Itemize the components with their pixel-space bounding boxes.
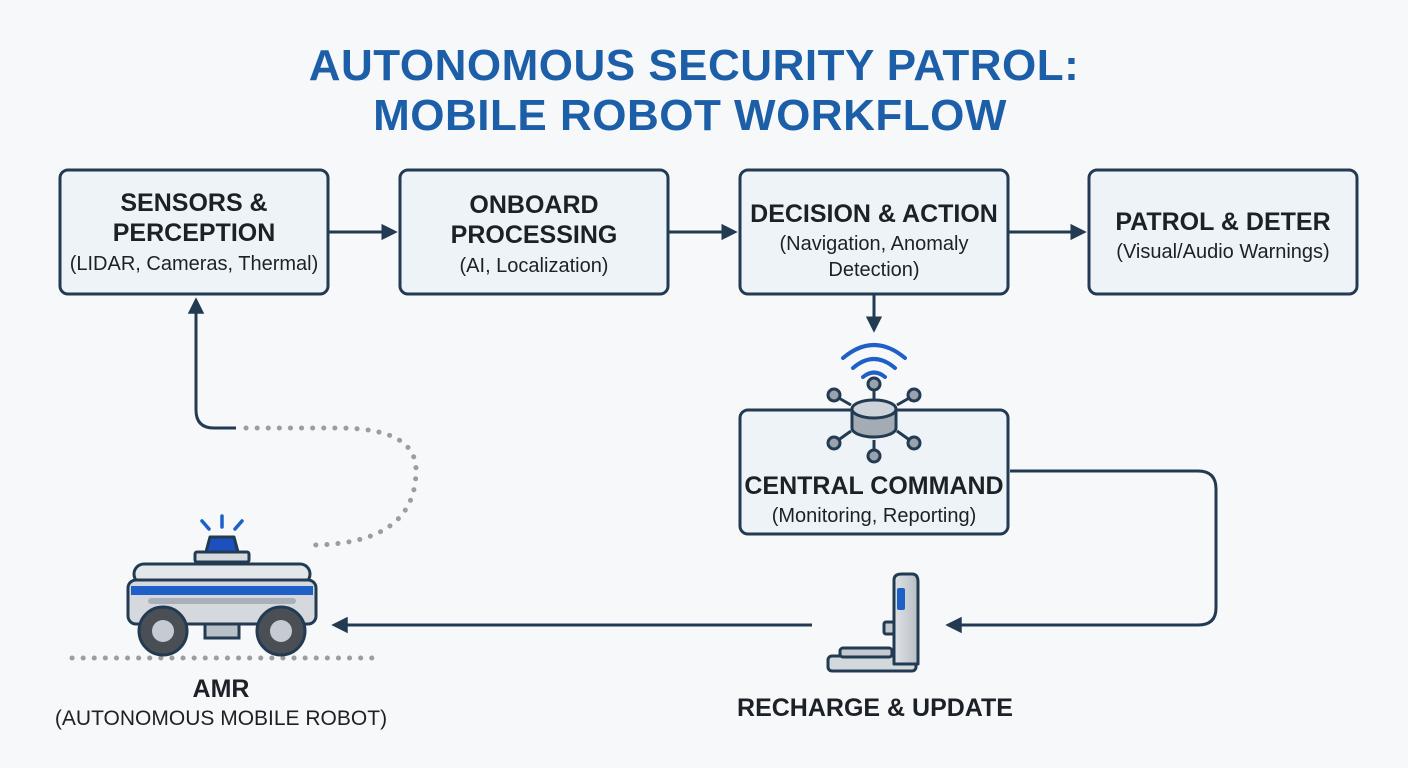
node-patrol-deter: PATROL & DETER (Visual/Audio Warnings) (1087, 168, 1359, 296)
diagram-title-line1: AUTONOMOUS SECURITY PATROL: (309, 41, 1079, 90)
amr-label: AMR (193, 675, 250, 703)
node-subtitle: (AI, Localization) (460, 255, 609, 277)
connectors (69, 223, 1218, 661)
arrow-central-to-recharge (945, 469, 1218, 634)
node-box (58, 168, 330, 296)
node-title: SENSORS & (120, 189, 267, 217)
node-onboard-processing: ONBOARD PROCESSING (AI, Localization) (398, 168, 670, 296)
node-sensors-perception: SENSORS & PERCEPTION (LIDAR, Cameras, Th… (58, 168, 330, 296)
node-subtitle: (Monitoring, Reporting) (772, 505, 977, 527)
node-title: PROCESSING (451, 221, 618, 249)
wifi-signal-icon (841, 343, 907, 379)
node-subtitle: (Navigation, Anomaly (780, 233, 969, 255)
arrow-amr-to-sensors (187, 297, 236, 430)
node-title: CENTRAL COMMAND (744, 472, 1003, 500)
node-title: PATROL & DETER (1115, 208, 1330, 236)
recharge-label: RECHARGE & UPDATE (737, 694, 1013, 722)
node-subtitle: (LIDAR, Cameras, Thermal) (70, 253, 319, 275)
node-box (1087, 168, 1359, 296)
node-box (738, 168, 1010, 296)
node-title: ONBOARD (469, 191, 598, 219)
charging-station-icon (826, 572, 920, 673)
amr-sublabel: (AUTONOMOUS MOBILE ROBOT) (55, 707, 387, 730)
node-title: DECISION & ACTION (750, 200, 998, 228)
node-subtitle: (Visual/Audio Warnings) (1116, 241, 1329, 263)
diagram-title-line2: MOBILE ROBOT WORKFLOW (373, 91, 1007, 140)
node-subtitle: Detection) (828, 259, 919, 281)
node-decision-action: DECISION & ACTION (Navigation, Anomaly D… (738, 168, 1010, 296)
node-box (398, 168, 670, 296)
network-hub-icon (826, 376, 922, 464)
node-title: PERCEPTION (113, 219, 276, 247)
security-robot-icon (126, 514, 318, 657)
node-central-command: CENTRAL COMMAND (Monitoring, Reporting) (738, 408, 1010, 536)
wireless-link-dots (243, 425, 419, 548)
